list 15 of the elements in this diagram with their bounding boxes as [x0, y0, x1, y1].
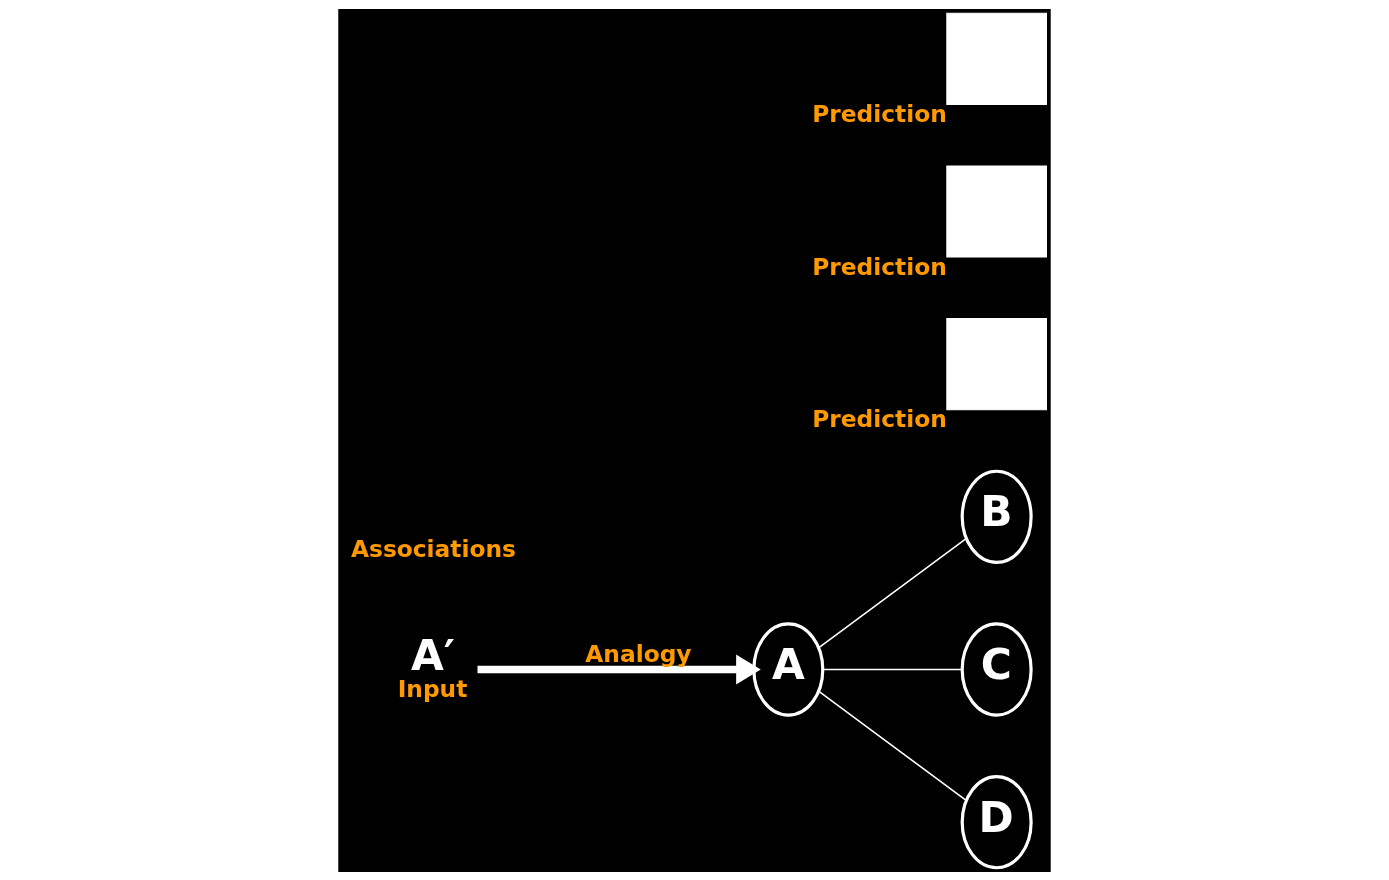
connector: [818, 690, 967, 801]
connector: [822, 668, 963, 670]
edge-label: Analogy: [585, 639, 692, 667]
node-label: Prediction: [812, 99, 947, 127]
label: Associations: [351, 534, 516, 562]
node-label: Prediction: [812, 252, 947, 280]
node-ellipse: B: [960, 469, 1033, 564]
node-ellipse: C: [960, 621, 1033, 717]
node-box: [946, 317, 1047, 410]
node-ellipse: A: [752, 621, 825, 717]
node-label: Prediction: [812, 404, 947, 432]
node-ellipse: D: [960, 774, 1033, 869]
connector: [818, 537, 967, 648]
node-box: [946, 12, 1047, 105]
node-box: [946, 164, 1047, 258]
